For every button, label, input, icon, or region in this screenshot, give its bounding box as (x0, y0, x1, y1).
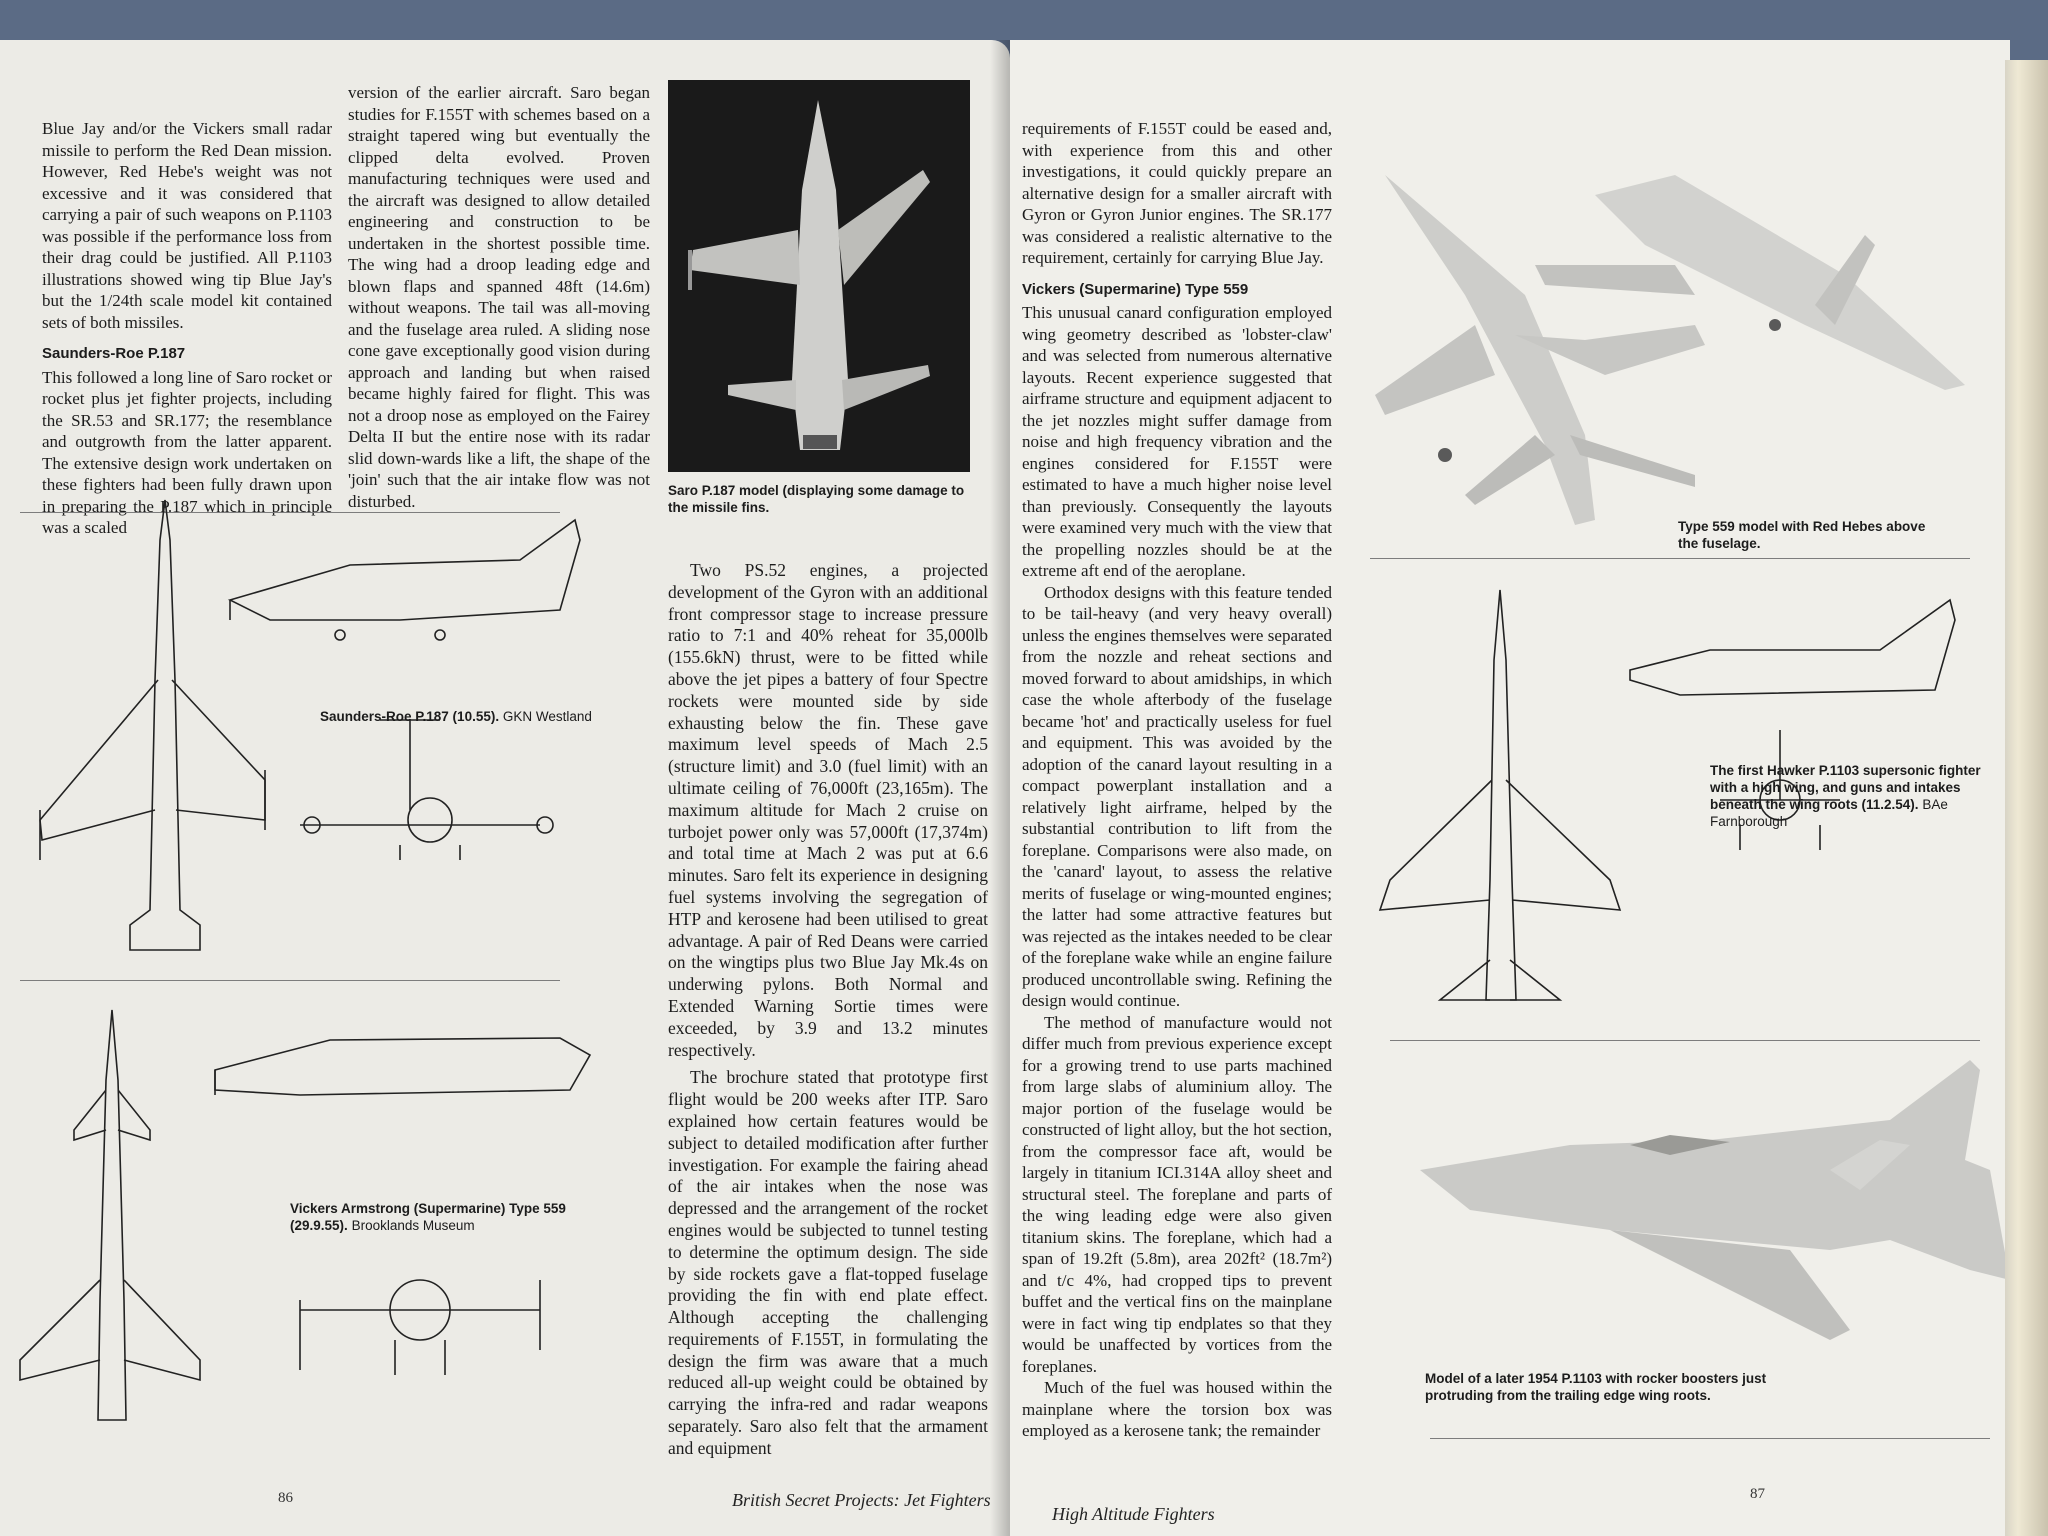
left-column-1: Blue Jay and/or the Vickers small radar … (42, 118, 332, 539)
left-col3-p2: The brochure stated that prototype first… (668, 1067, 988, 1458)
type-559-model-photo (1375, 175, 1965, 525)
drawing2-caption: Vickers Armstrong (Supermarine) Type 559… (290, 1201, 566, 1233)
saro-p187-three-view-drawing (39, 499, 581, 951)
left-col1-intro: Blue Jay and/or the Vickers small radar … (42, 119, 332, 332)
left-column-2: version of the earlier aircraft. Saro be… (348, 82, 650, 512)
left-col2-text: version of the earlier aircraft. Saro be… (348, 83, 650, 511)
drawing1-caption: Saunders-Roe P.187 (10.55). GKN Westland (320, 709, 592, 724)
page-edges (2005, 60, 2048, 1536)
divider-rule-2 (20, 980, 560, 981)
heading-saunders-roe-p187: Saunders-Roe P.187 (42, 345, 186, 362)
saro-photo-caption: Saro P.187 model (displaying some damage… (668, 483, 965, 515)
left-column-3: Two PS.52 engines, a projected developme… (668, 560, 988, 1460)
right-col1-p3: The method of manufacture would not diff… (1022, 1012, 1332, 1376)
later-p1103-caption: Model of a later 1954 P.1103 with rocker… (1425, 1371, 1767, 1403)
hawker-drawing-caption: The first Hawker P.1103 supersonic fight… (1710, 763, 1981, 829)
left-col3-p1: Two PS.52 engines, a projected developme… (668, 560, 988, 1060)
left-page: Blue Jay and/or the Vickers small radar … (0, 40, 1010, 1536)
right-column-1: requirements of F.155T could be eased an… (1022, 118, 1332, 1442)
right-divider-rule (1370, 558, 1970, 559)
right-page: requirements of F.155T could be eased an… (1010, 40, 2010, 1536)
right-col1-intro: requirements of F.155T could be eased an… (1022, 119, 1332, 267)
divider-rule (20, 512, 560, 513)
later-p1103-model-photo (1420, 1060, 2010, 1340)
hawker-p1103-three-view-drawing (1378, 589, 1956, 1001)
type-559-photo-caption: Type 559 model with Red Hebes above the … (1678, 519, 1926, 551)
saro-p187-model-image (688, 100, 930, 450)
right-col1-p1: This unusual canard configuration employ… (1022, 303, 1332, 580)
saro-p187-model-photo (668, 80, 970, 472)
right-col1-p2: Orthodox designs with this feature tende… (1022, 582, 1332, 1011)
type-559-three-view-drawing (19, 1009, 592, 1421)
running-title-left: British Secret Projects: Jet Fighters (732, 1490, 991, 1510)
page-number-87: 87 (1750, 1486, 1765, 1502)
left-col1-body: This followed a long line of Saro rocket… (42, 367, 332, 538)
heading-vickers-type-559: Vickers (Supermarine) Type 559 (1022, 280, 1249, 298)
right-col1-p4: Much of the fuel was housed within the m… (1022, 1378, 1332, 1440)
right-divider-rule-3 (1430, 1438, 1990, 1439)
right-divider-rule-2 (1390, 1040, 1980, 1041)
running-title-right: High Altitude Fighters (1052, 1504, 1215, 1524)
page-number-86: 86 (278, 1490, 293, 1506)
